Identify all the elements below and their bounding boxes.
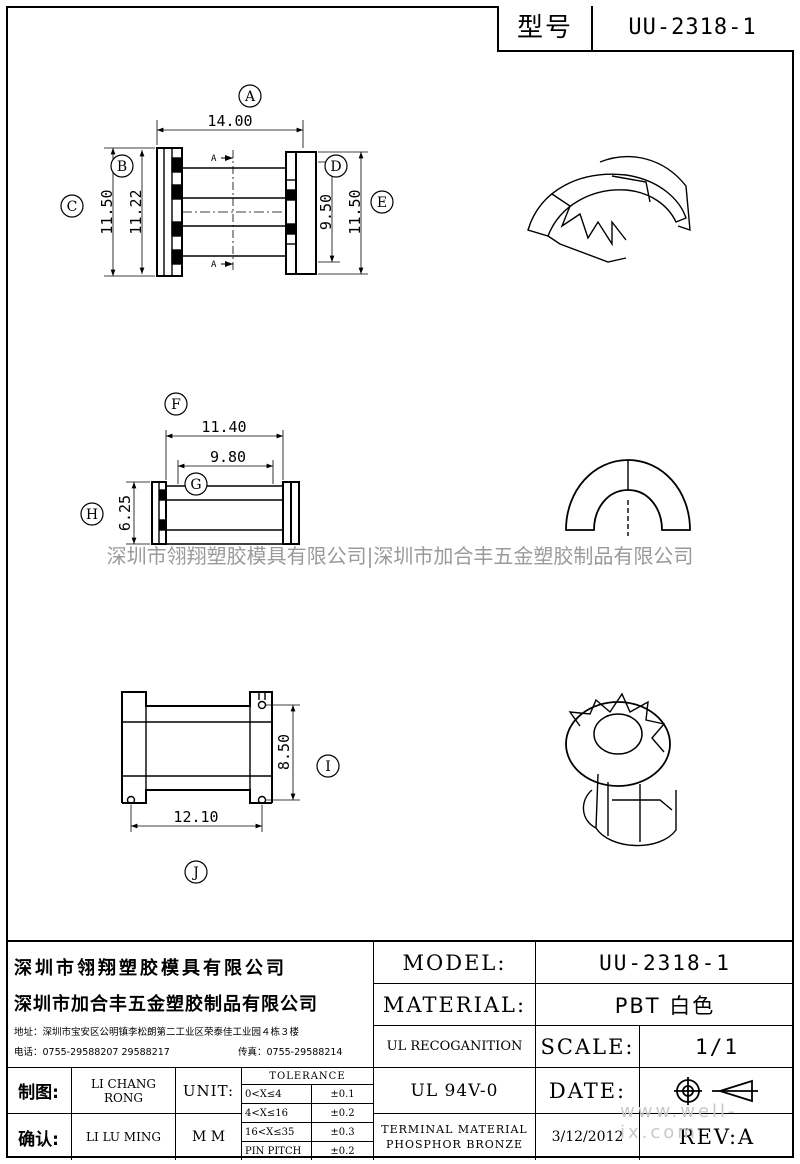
terminal-material-line1: TERMINAL MATERIAL	[381, 1123, 528, 1136]
projection-symbol-cell	[640, 1068, 794, 1114]
company-name-1: 深圳市翎翔塑胶模具有限公司	[14, 958, 287, 979]
model-header: 型号 UU-2318-1	[497, 6, 794, 52]
model-header-value: UU-2318-1	[628, 15, 757, 40]
ul-label: UL RECOGANITION	[374, 1026, 536, 1068]
balloon-i: I	[325, 759, 331, 775]
tol-range-4: PIN PITCH	[242, 1142, 312, 1160]
section-mark-bottom: A	[211, 260, 217, 270]
tolerance-title: TOLERANCE	[242, 1068, 374, 1085]
side-view	[126, 430, 300, 545]
tol-value-3: ±0.3	[312, 1123, 374, 1142]
balloon-j: J	[191, 865, 199, 881]
watermark-url: www.well-ix.com	[620, 1101, 738, 1143]
top-view	[104, 120, 368, 277]
dim-11-22: 11.22	[127, 189, 145, 234]
revision: REV:A	[678, 1125, 756, 1149]
scale-label: SCALE:	[536, 1026, 640, 1068]
scale-value: 1/1	[640, 1026, 794, 1068]
dim-8-50: 8.50	[275, 734, 293, 770]
tol-value-4: ±0.2	[312, 1142, 374, 1160]
watermark: 深圳市翎翔塑胶模具有限公司|深圳市加合丰五金塑胶制品有限公司	[106, 544, 694, 568]
company-phone: 电话：0755-29588207 29588217	[14, 1047, 170, 1058]
balloon-c: C	[67, 199, 78, 215]
terminal-material-cell: TERMINAL MATERIAL PHOSPHOR BRONZE	[374, 1114, 536, 1160]
company-name-2: 深圳市加合丰五金塑胶制品有限公司	[14, 994, 318, 1015]
terminal-material-line2: PHOSPHOR BRONZE	[385, 1138, 524, 1151]
section-mark-top: A	[211, 154, 217, 164]
dim-6-25: 6.25	[116, 495, 134, 531]
isometric-view-top	[527, 155, 691, 263]
company-fax: 传真：0755-29588214	[238, 1047, 343, 1058]
date-label: DATE:	[536, 1068, 640, 1114]
check-label: 确认:	[6, 1114, 72, 1160]
unit-value: M M	[176, 1114, 242, 1160]
dim-14-00: 14.00	[207, 112, 252, 130]
isometric-view-middle	[565, 459, 691, 536]
company-cell: 深圳市翎翔塑胶模具有限公司 深圳市加合丰五金塑胶制品有限公司 地址：深圳市宝安区…	[6, 942, 374, 1068]
balloon-e: E	[377, 195, 387, 211]
tol-range-1: 0<X≤4	[242, 1085, 312, 1104]
tol-range-2: 4<X≤16	[242, 1104, 312, 1123]
company-address: 地址：深圳市宝安区公明镇李松朗第二工业区荣泰佳工业园４栋３楼	[14, 1027, 300, 1038]
model-header-label: 型号	[499, 6, 593, 50]
tol-value-1: ±0.1	[312, 1085, 374, 1104]
check-name: LI LU MING	[72, 1114, 176, 1160]
balloon-g: G	[190, 477, 201, 493]
unit-label: UNIT:	[176, 1068, 242, 1114]
tol-value-2: ±0.2	[312, 1104, 374, 1123]
balloon-a: A	[244, 89, 256, 105]
material-value: PBT 白色	[536, 984, 794, 1026]
dim-11-50-right: 11.50	[346, 189, 364, 234]
drawing-frame	[6, 6, 794, 1158]
dim-11-40: 11.40	[201, 418, 246, 436]
date-value: 3/12/2012	[536, 1114, 640, 1160]
drawn-label: 制图:	[6, 1068, 72, 1114]
ul-value: UL 94V-0	[374, 1068, 536, 1114]
tol-range-3: 16<X≤35	[242, 1123, 312, 1142]
title-block: 深圳市翎翔塑胶模具有限公司 深圳市加合丰五金塑胶制品有限公司 地址：深圳市宝安区…	[6, 940, 794, 1160]
dim-12-10: 12.10	[173, 808, 218, 826]
model-label: MODEL:	[374, 942, 536, 984]
dim-11-50-left: 11.50	[98, 189, 116, 234]
dim-9-80: 9.80	[210, 448, 246, 466]
material-label: MATERIAL:	[374, 984, 536, 1026]
isometric-view-bottom	[565, 692, 677, 847]
dim-9-50: 9.50	[317, 194, 335, 230]
balloon-b: B	[117, 159, 127, 175]
balloon-h: H	[86, 507, 98, 523]
projection-symbol-icon	[674, 1076, 758, 1105]
drawn-name: LI CHANG RONG	[72, 1068, 176, 1114]
balloon-f: F	[171, 397, 181, 413]
front-view	[121, 691, 300, 832]
model-value: UU-2318-1	[536, 942, 794, 984]
technical-drawing: A B C D E F G H I J 14.00 11.50 11.22 9.…	[60, 84, 691, 884]
balloon-d: D	[330, 159, 341, 175]
